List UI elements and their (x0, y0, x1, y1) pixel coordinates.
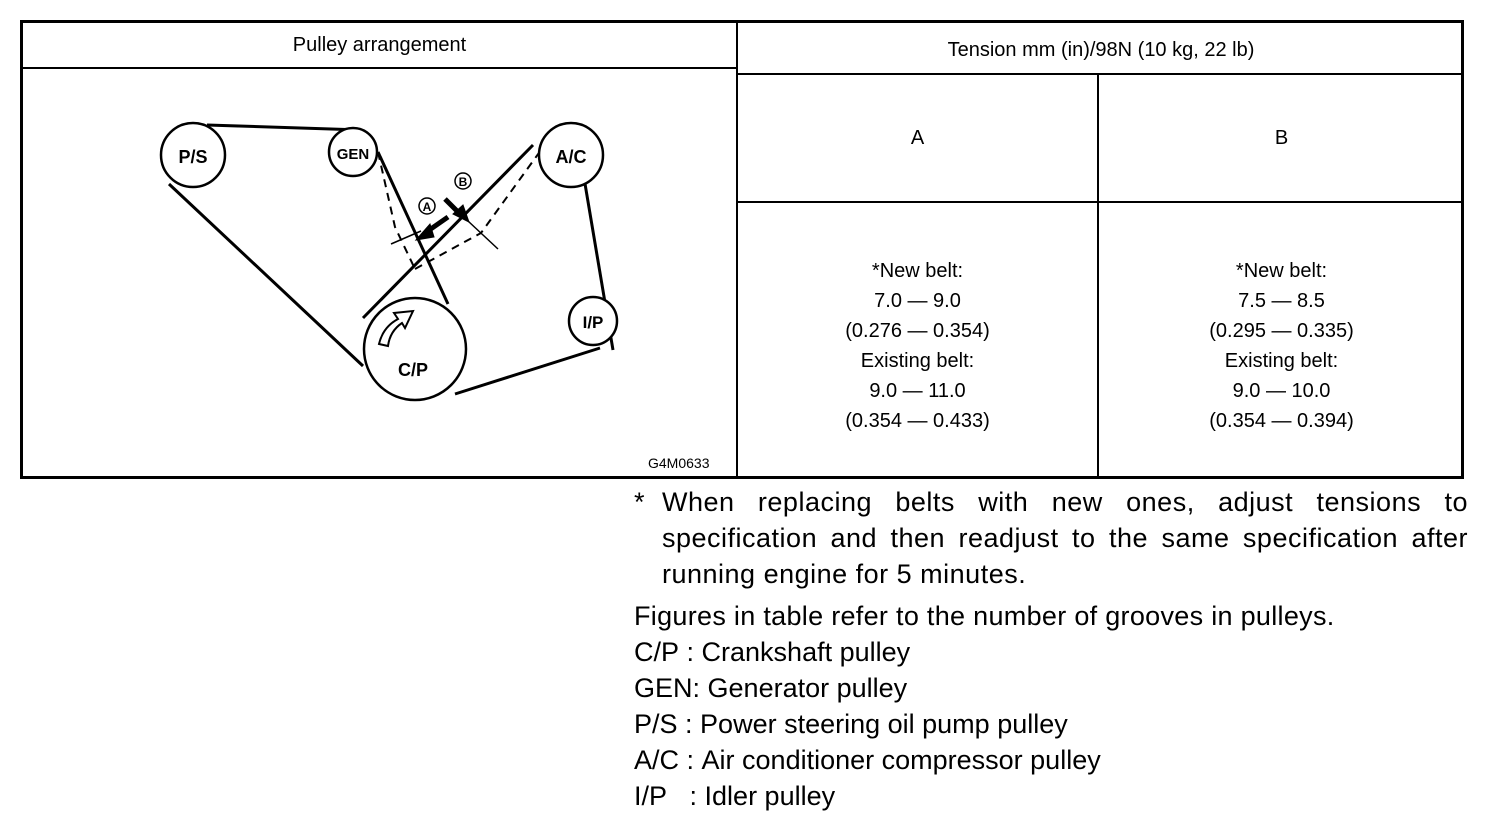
b-new-belt-in: (0.295 — 0.335) (1209, 320, 1354, 342)
a-new-belt-mm: 7.0 — 9.0 (874, 290, 961, 312)
footnote-mark: * (634, 487, 645, 517)
a-existing-belt-label: Existing belt: (860, 350, 975, 372)
legend-abbr: C/P (634, 637, 680, 667)
pulley-gen (327, 126, 379, 178)
legend-desc: Idler pulley (704, 781, 836, 811)
belt-tension-table: Pulley arrangement Tension mm (in)/98N (… (20, 20, 1464, 479)
belt-path (167, 123, 615, 396)
pulley-ps (159, 121, 227, 189)
b-existing-belt-label: Existing belt: (1224, 350, 1339, 372)
legend-item: GEN: Generator pulley (634, 670, 1468, 706)
legend-item: I/P : Idler pulley (634, 778, 1468, 814)
legend-sep: : (679, 637, 702, 667)
legend-abbr: P/S (634, 709, 678, 739)
abbreviation-legend: C/P : Crankshaft pulley GEN: Generator p… (634, 634, 1468, 814)
legend-abbr: A/C (634, 745, 680, 775)
figure-id: G4M0633 (648, 455, 710, 471)
legend-abbr: GEN (634, 673, 693, 703)
legend-sep: : (677, 709, 701, 739)
pulley-cp-label: C/P (398, 360, 428, 380)
b-new-belt-mm: 7.5 — 8.5 (1238, 290, 1325, 312)
pulley-ps-label: P/S (178, 147, 207, 167)
pulley-gen-label: GEN (337, 146, 370, 163)
measurement-marks (390, 220, 499, 250)
pulley-ip-label: I/P (583, 313, 604, 332)
legend-desc: Crankshaft pulley (701, 637, 911, 667)
push-arrow-icon (414, 197, 470, 241)
marker-b-label: B (459, 175, 468, 189)
b-existing-belt-mm: 9.0 — 10.0 (1232, 380, 1331, 402)
column-b-values: *New belt: 7.5 — 8.5 (0.295 — 0.335) Exi… (1099, 256, 1464, 436)
legend-intro: Figures in table refer to the number of … (634, 601, 1335, 631)
marker-a: A (418, 197, 436, 215)
column-a-header: A (910, 127, 925, 149)
pulley-arrangement-header: Pulley arrangement (292, 34, 467, 56)
legend-desc: Generator pulley (707, 673, 908, 703)
legend-item: A/C : Air conditioner compressor pulley (634, 742, 1468, 778)
tension-header: Tension mm (in)/98N (10 kg, 22 lb) (947, 39, 1255, 61)
legend-abbr: I/P (634, 781, 668, 811)
column-a-values: *New belt: 7.0 — 9.0 (0.276 — 0.354) Exi… (738, 256, 1097, 436)
a-existing-belt-in: (0.354 — 0.433) (845, 410, 990, 432)
legend-sep: : (692, 673, 708, 703)
pulley-ac (537, 121, 605, 189)
legend-desc: Air conditioner compressor pulley (701, 745, 1101, 775)
b-new-belt-label: *New belt: (1235, 260, 1328, 282)
footnote-text: When replacing belts with new ones, adju… (662, 487, 1468, 589)
legend-item: C/P : Crankshaft pulley (634, 634, 1468, 670)
a-new-belt-label: *New belt: (871, 260, 964, 282)
pulley-cp (362, 296, 468, 402)
table-header-rule-right (736, 73, 1461, 75)
pulley-ip (567, 295, 619, 347)
a-new-belt-in: (0.276 — 0.354) (845, 320, 990, 342)
legend-item: P/S : Power steering oil pump pulley (634, 706, 1468, 742)
table-divider-main (736, 23, 738, 476)
table-subheader-rule (736, 201, 1461, 203)
legend-sep: : (679, 745, 702, 775)
marker-b: B (454, 172, 472, 190)
b-existing-belt-in: (0.354 — 0.394) (1209, 410, 1354, 432)
footnote: * When replacing belts with new ones, ad… (634, 484, 1468, 592)
pulley-ac-label: A/C (556, 147, 587, 167)
column-b-header: B (1274, 127, 1289, 149)
a-existing-belt-mm: 9.0 — 11.0 (869, 380, 966, 402)
legend-sep: : (667, 781, 705, 811)
marker-a-label: A (423, 200, 432, 214)
rotation-arrow-icon (377, 309, 415, 348)
legend-desc: Power steering oil pump pulley (700, 709, 1068, 739)
table-header-rule-left (23, 67, 736, 69)
table-divider-ab (1097, 73, 1099, 476)
notes-section: * When replacing belts with new ones, ad… (634, 484, 1468, 814)
pulley-arrangement-diagram: P/S GEN A/C I/P C/P A B (159, 121, 619, 402)
